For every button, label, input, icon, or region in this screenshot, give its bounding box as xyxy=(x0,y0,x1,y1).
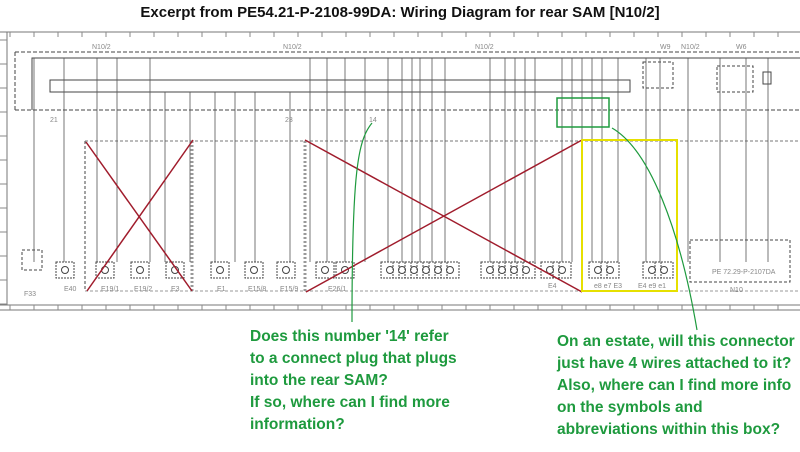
lamp-connector xyxy=(165,261,185,279)
lamp-icon xyxy=(522,266,530,274)
lamp-connector xyxy=(416,261,436,279)
lamp-connector xyxy=(440,261,460,279)
labels: N10/2 N10/2 N10/2 N10/2 W9 W6 21 14 23 F… xyxy=(24,44,776,298)
lamp-connector xyxy=(540,261,560,279)
lamp-connector xyxy=(600,261,620,279)
component-label: E19/2 xyxy=(134,286,152,293)
lamp-connector xyxy=(55,261,75,279)
lamp-icon xyxy=(422,266,430,274)
lamp-connector xyxy=(480,261,500,279)
pointer-line-14 xyxy=(351,122,373,323)
lamp-icon xyxy=(398,266,406,274)
lamp-connector xyxy=(428,261,448,279)
page-title: Excerpt from PE54.21-P-2108-99DA: Wiring… xyxy=(140,4,660,21)
green-highlight-box xyxy=(556,97,610,128)
lamp-connector xyxy=(210,261,230,279)
diagram-frame xyxy=(0,31,800,311)
lamp-connector xyxy=(315,261,335,279)
wires xyxy=(33,58,769,262)
component-label: N10 xyxy=(730,287,743,294)
lamp-icon xyxy=(558,266,566,274)
component-label: E15/9 xyxy=(280,286,298,293)
module-label: W9 xyxy=(660,44,671,51)
module-label: N10/2 xyxy=(92,44,111,51)
yellow-highlight-box xyxy=(581,139,678,292)
lamp-icon xyxy=(510,266,518,274)
lamp-icon xyxy=(282,266,290,274)
lamp-icon xyxy=(446,266,454,274)
lamp-connector xyxy=(130,261,150,279)
lamp-connector xyxy=(380,261,400,279)
lamp-connector xyxy=(95,261,115,279)
reference-label: PE 72.29-P-2107DA xyxy=(712,269,776,276)
ruler-ticks xyxy=(0,32,779,310)
component-label: e8 e7 E3 xyxy=(594,283,622,290)
module-label: N10/2 xyxy=(681,44,700,51)
module-outline xyxy=(14,51,800,292)
connector-label-14: 14 xyxy=(369,117,377,124)
module-label: N10/2 xyxy=(475,44,494,51)
lamp-connector xyxy=(654,261,674,279)
component-label: E15/8 xyxy=(248,286,266,293)
component-label: E26/1 xyxy=(328,286,346,293)
lamp-connector xyxy=(504,261,524,279)
lamp-icon xyxy=(648,266,656,274)
lamp-icon xyxy=(660,266,668,274)
lamp-connector xyxy=(404,261,424,279)
lamp-icon xyxy=(386,266,394,274)
lamp-icon xyxy=(606,266,614,274)
lamp-icon xyxy=(498,266,506,274)
lamp-connector xyxy=(588,261,608,279)
lamp-connector xyxy=(335,261,355,279)
lamp-icon xyxy=(434,266,442,274)
lamp-connector xyxy=(642,261,662,279)
lamp-connector xyxy=(244,261,264,279)
components xyxy=(55,261,674,279)
component-label: E3 xyxy=(171,286,180,293)
lamp-icon xyxy=(341,266,349,274)
lamp-icon xyxy=(410,266,418,274)
connector-label: 21 xyxy=(50,117,58,124)
component-label: E1 xyxy=(217,286,226,293)
component-label: E40 xyxy=(64,286,77,293)
lamp-connector xyxy=(552,261,572,279)
lamp-connector xyxy=(276,261,296,279)
component-label: E19/1 xyxy=(101,286,119,293)
component-label: E4 xyxy=(548,283,557,290)
lamp-icon xyxy=(250,266,258,274)
component-label: F33 xyxy=(24,291,36,298)
lamp-connector xyxy=(392,261,412,279)
lamp-icon xyxy=(61,266,69,274)
module-label: W6 xyxy=(736,44,747,51)
annotation-plug-question: Does this number '14' refer to a connect… xyxy=(250,328,457,433)
connector-label: 23 xyxy=(285,117,293,124)
annotation-connector-question: On an estate, will this connector just h… xyxy=(557,333,795,438)
component-label: E4 e9 e1 xyxy=(638,283,666,290)
lamp-icon xyxy=(216,266,224,274)
lamp-icon xyxy=(486,266,494,274)
lamp-icon xyxy=(136,266,144,274)
pointer-line-connector xyxy=(611,127,698,331)
lamp-icon xyxy=(594,266,602,274)
lamp-icon xyxy=(321,266,329,274)
lamp-connector xyxy=(492,261,512,279)
module-label: N10/2 xyxy=(283,44,302,51)
